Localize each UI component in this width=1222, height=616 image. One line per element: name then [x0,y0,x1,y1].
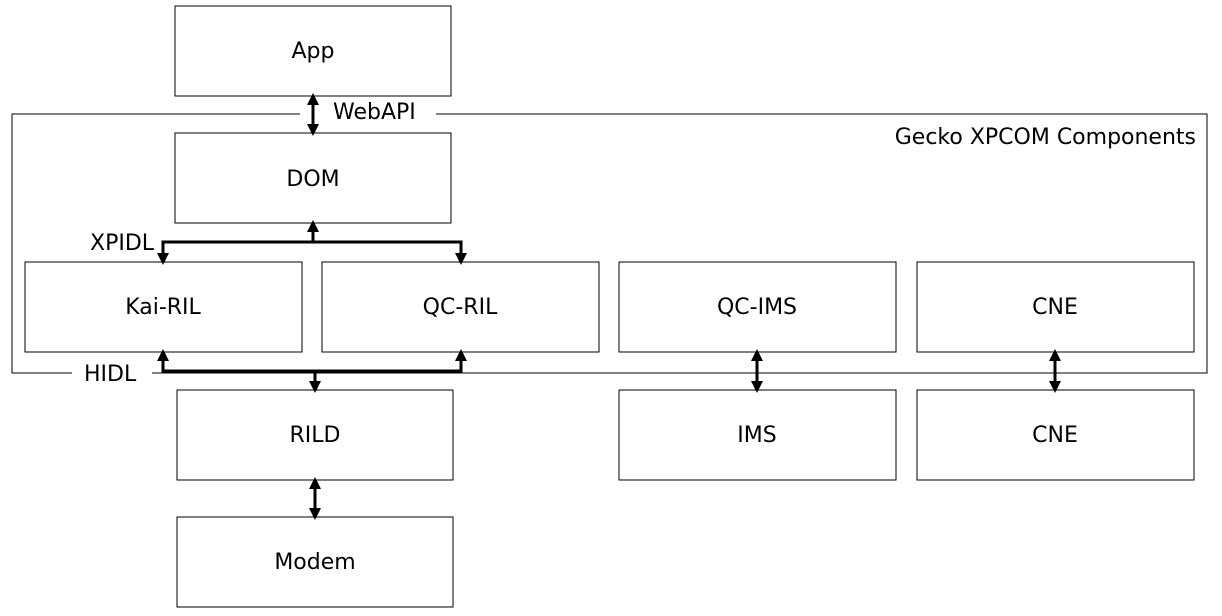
cne-component-box: CNE [916,261,1195,353]
qc-ims-label: QC-IMS [717,295,797,320]
qc-ims-box: QC-IMS [618,261,897,353]
rild-label: RILD [290,423,341,448]
cne-service-label: CNE [1032,423,1078,448]
ims-label: IMS [737,423,776,448]
kai-ril-box: Kai-RIL [24,261,303,353]
qc-ril-box: QC-RIL [321,261,600,353]
container-title: Gecko XPCOM Components [895,125,1196,150]
app-box: App [174,5,452,97]
cne-service-box: CNE [916,389,1195,481]
modem-box: Modem [176,516,454,608]
kai-ril-label: Kai-RIL [125,295,201,320]
webapi-frame-gap [300,108,436,120]
webapi-label: WebAPI [333,100,416,125]
ims-box: IMS [618,389,897,481]
modem-label: Modem [274,550,355,575]
app-label: App [292,39,335,64]
hidl-connector [157,349,467,393]
hidl-label: HIDL [84,362,137,387]
dom-box: DOM [174,132,452,224]
hidl-frame-gap [72,367,152,379]
xpidl-label: XPIDL [90,231,155,256]
gecko-xpcom-container [11,113,1208,374]
xpidl-connector [157,220,467,265]
cne-component-label: CNE [1032,295,1078,320]
dom-label: DOM [286,167,339,192]
rild-box: RILD [176,389,454,481]
qc-ril-label: QC-RIL [423,295,498,320]
